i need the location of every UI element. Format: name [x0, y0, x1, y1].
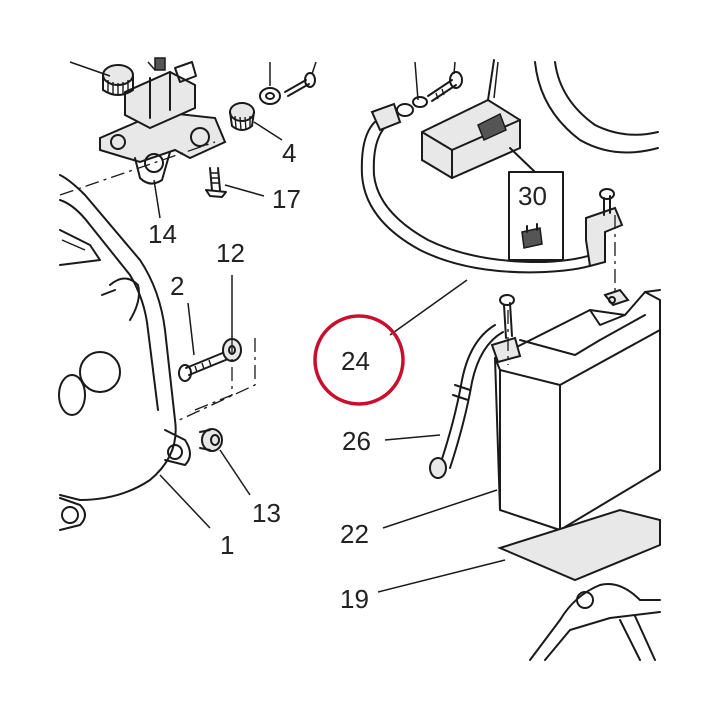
- callout-30: 30: [518, 181, 547, 211]
- callout-14: 14: [148, 219, 177, 249]
- leader-lines: [69, 61, 506, 593]
- mid-fasteners: [164, 338, 242, 466]
- callout-26: 26: [342, 426, 371, 456]
- callout-1: 1: [220, 530, 234, 560]
- battery-tray: [529, 583, 661, 661]
- callout-2: 2: [170, 271, 184, 301]
- fuse-box-30: [508, 171, 564, 261]
- ground-cable-26: [429, 324, 504, 479]
- battery-pad-19: [497, 508, 661, 582]
- callout-4: 4: [282, 138, 296, 168]
- highlight-circle: [313, 314, 405, 406]
- left-frame-housing: [58, 174, 177, 531]
- right-centerlines: [507, 215, 616, 365]
- callout-17: 17: [272, 184, 301, 214]
- callout-12: 12: [216, 238, 245, 268]
- callout-labels: 4 17 14 2 12 13 1 30 24 26 22 19: [148, 138, 547, 614]
- battery-22: [490, 288, 661, 531]
- left-centerlines: [59, 141, 256, 423]
- callout-22: 22: [340, 519, 369, 549]
- callout-19: 19: [340, 584, 369, 614]
- callout-24: 24: [341, 346, 370, 376]
- relay-module: [421, 59, 536, 180]
- top-right-wiring: [360, 61, 659, 274]
- upper-bracket-assembly: [99, 57, 316, 198]
- callout-13: 13: [252, 498, 281, 528]
